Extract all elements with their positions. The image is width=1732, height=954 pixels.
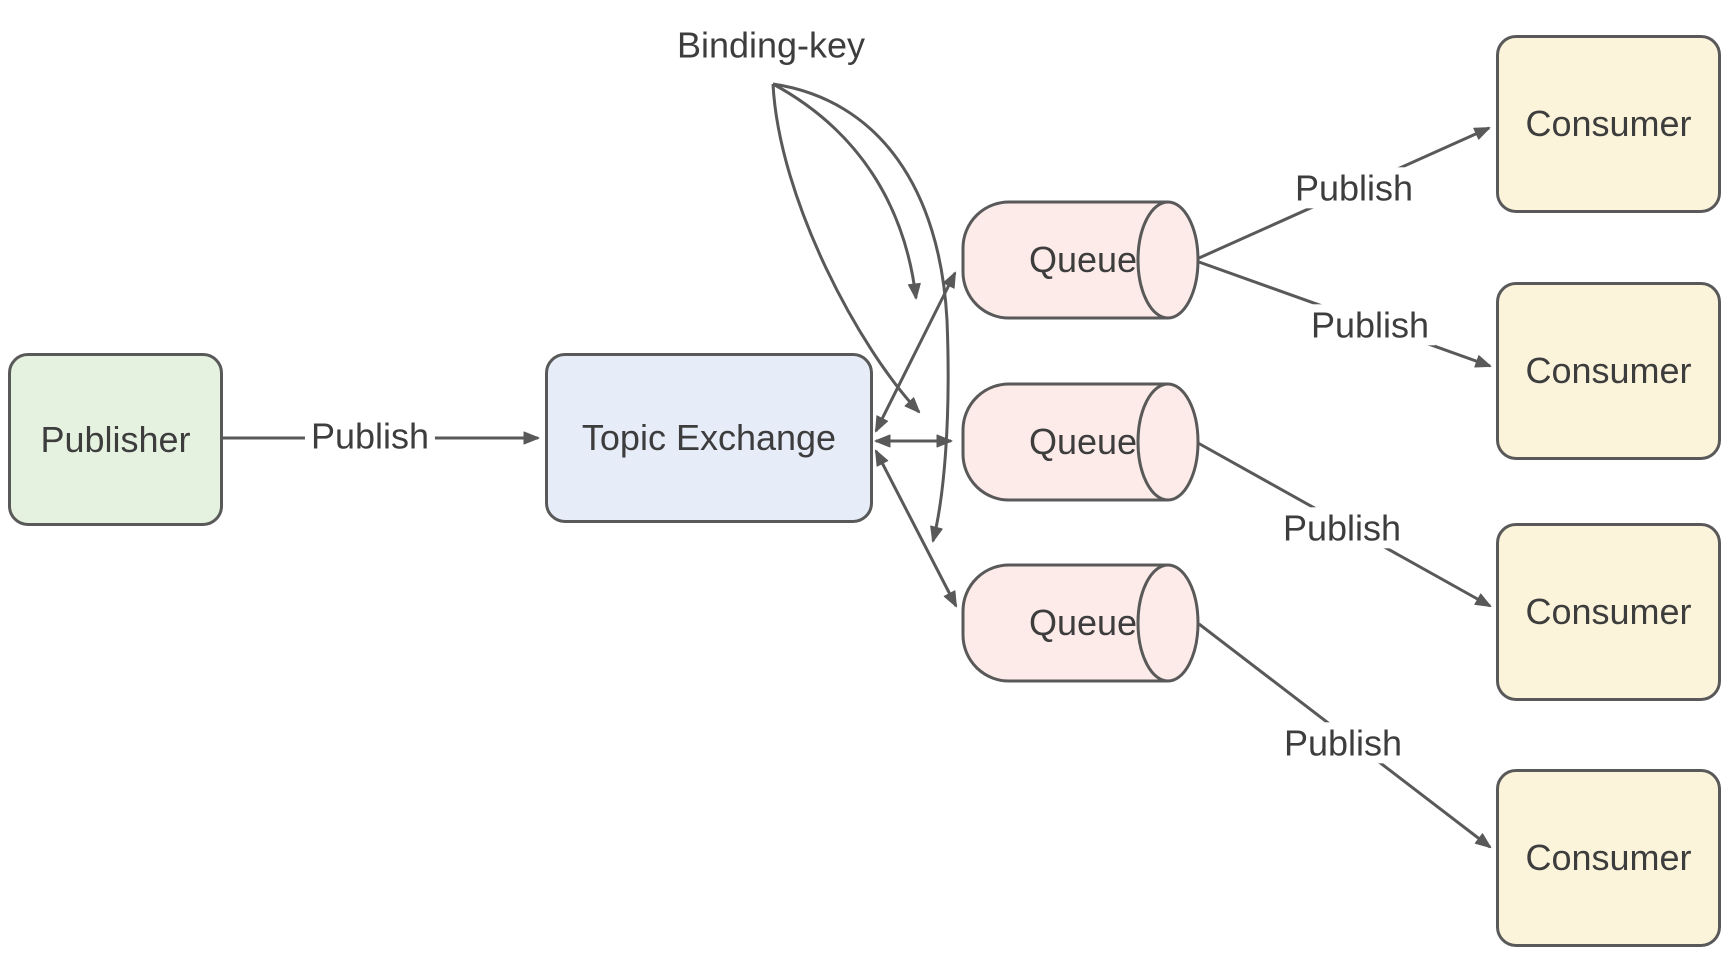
binding-key-label: Binding-key [676,24,866,66]
binding-key-curve-1 [772,82,921,300]
queue-cylinder-1 [961,200,1200,320]
queue-label-3: Queue [1028,602,1138,643]
consumer-node-2: Consumer [1496,282,1721,460]
queue-label-2: Queue [1028,421,1138,462]
publish-label-main: Publish [304,415,436,457]
binding-edge-queue3 [874,449,958,608]
exchange-node: Topic Exchange [545,353,873,523]
queue-cylinder-2 [961,382,1200,502]
binding-edge-queue1 [874,271,957,433]
consumer-node-4: Consumer [1496,769,1721,947]
publish-label-4: Publish [1277,722,1409,764]
exchange-label: Topic Exchange [581,417,837,458]
consumer-label: Consumer [1525,350,1692,391]
queue-label-1: Queue [1028,239,1138,280]
publish-label-2: Publish [1304,304,1436,346]
binding-key-curve-3 [772,82,950,543]
publisher-node: Publisher [8,353,223,526]
publisher-label: Publisher [40,418,191,460]
consumer-node-3: Consumer [1496,523,1721,701]
binding-key-curve-2 [771,83,921,414]
publish-label-1: Publish [1288,167,1420,209]
consumer-label: Consumer [1525,591,1692,632]
queue-shapes [961,200,1200,683]
consumer-node-1: Consumer [1496,35,1721,213]
consumer-label: Consumer [1525,837,1692,878]
publish-label-3: Publish [1276,507,1408,549]
queue-cylinder-3 [961,563,1200,683]
consumer-label: Consumer [1525,103,1692,144]
